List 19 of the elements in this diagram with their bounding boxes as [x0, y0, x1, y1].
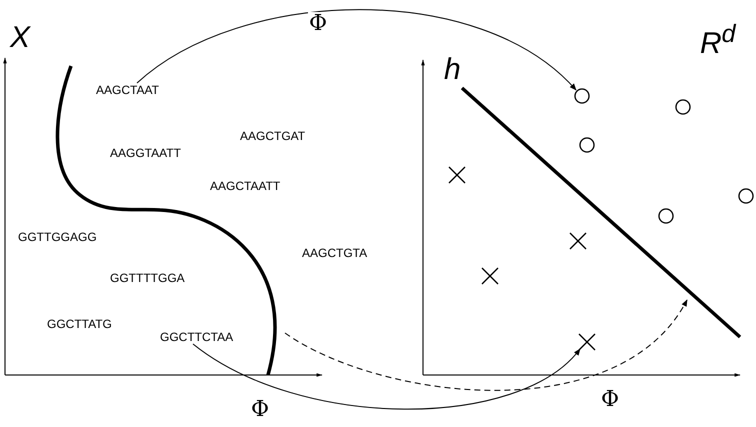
- space-label: R$^{d}$: [700, 19, 736, 60]
- cross-marker: [448, 166, 466, 184]
- hyperplane-line: [460, 86, 742, 338]
- sequence-text: AAGCTGAT: [240, 129, 306, 143]
- sequence-text: AAGGTAATT: [110, 146, 181, 160]
- arrow: [192, 344, 580, 410]
- sequence-text: GGTTGGAGG: [18, 230, 97, 244]
- sequence-text: GGTTTTGGA: [110, 271, 185, 285]
- hyperplane-label: h: [444, 54, 461, 86]
- sequence-text: GGCTTATG: [47, 317, 112, 331]
- sequence-text: AAGCTGTA: [302, 246, 368, 260]
- sequence-text: AAGCTAATT: [210, 179, 280, 193]
- arrow: [284, 299, 688, 391]
- sequence-text: GGCTTCTAA: [160, 330, 234, 344]
- arrow: [136, 9, 576, 90]
- sequence-text: AAGCTAAT: [96, 83, 159, 97]
- cross-marker: [578, 333, 596, 351]
- space-label: X: [10, 22, 30, 54]
- circle-marker: [738, 188, 754, 204]
